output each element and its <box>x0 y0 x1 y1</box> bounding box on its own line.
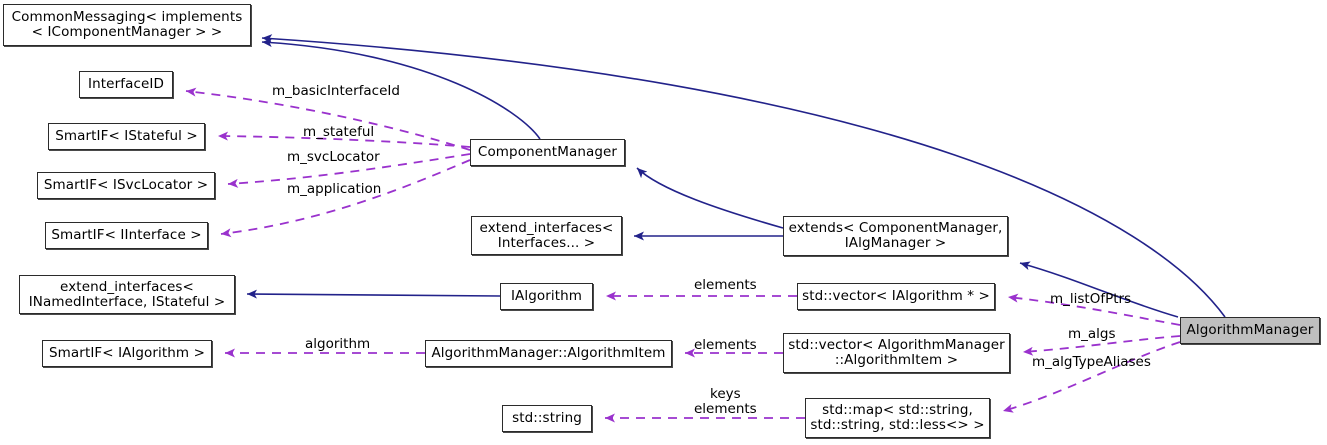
edge-componentmanager-to-interfaceid <box>185 87 471 151</box>
edge-algorithmmanager-to-extends <box>1019 261 1179 318</box>
node-ialgorithm[interactable]: IAlgorithm <box>500 283 593 310</box>
node-componentmanager[interactable]: ComponentManager <box>470 139 625 166</box>
edge-ialgorithm-to-extendinterfaces-named <box>246 289 501 299</box>
edge-label-m-listofptrs: m_listOfPtrs <box>1050 291 1132 307</box>
node-interfaceid[interactable]: InterfaceID <box>79 71 173 98</box>
edge-label-m-algs: m_algs <box>1068 326 1116 342</box>
node-vector-ialgorithm-pointer[interactable]: std::vector< IAlgorithm * > <box>797 283 995 310</box>
edge-extends-to-componentmanager <box>636 167 784 229</box>
edge-algorithmmanager-to-vector-algorithmitem <box>1022 335 1181 356</box>
edge-label-m-application: m_application <box>287 181 382 197</box>
node-vector-algorithmmanager-algorithmitem[interactable]: std::vector< AlgorithmManager ::Algorith… <box>783 333 1010 373</box>
node-extend-interfaces-namedinterface-istateful[interactable]: extend_interfaces< INamedInterface, ISta… <box>19 275 235 314</box>
edge-label-elements-vector-algorithmitem: elements <box>694 337 757 353</box>
edge-label-keys-elements: keys elements <box>694 386 757 417</box>
edge-label-m-svclocator: m_svcLocator <box>287 149 380 165</box>
edge-algorithmmanager-to-vector-ialgorithm <box>1007 293 1181 326</box>
edge-algorithmmanager-to-commonmessaging <box>261 34 1226 318</box>
node-smartif-iinterface[interactable]: SmartIF< IInterface > <box>45 222 208 249</box>
edge-componentmanager-to-smartif-istateful <box>217 131 471 148</box>
usage-edges <box>185 87 1181 423</box>
node-commonmessaging[interactable]: CommonMessaging< implements < IComponent… <box>3 4 251 46</box>
edge-label-m-algtypealiases: m_algTypeAliases <box>1032 354 1151 370</box>
inheritance-edges <box>246 34 1226 318</box>
edge-componentmanager-to-commonmessaging <box>261 38 541 140</box>
edge-label-algorithm: algorithm <box>305 336 371 352</box>
node-extends-componentmanager-ialgmanager[interactable]: extends< ComponentManager, IAlgManager > <box>783 216 1008 256</box>
node-algorithmmanager-algorithmitem[interactable]: AlgorithmManager::AlgorithmItem <box>425 340 672 367</box>
edge-componentmanager-to-smartif-isvclocator <box>227 153 471 188</box>
edge-label-m-basicinterfaceid: m_basicInterfaceId <box>272 83 400 99</box>
edge-label-m-stateful: m_stateful <box>303 124 375 140</box>
node-smartif-istateful[interactable]: SmartIF< IStateful > <box>48 123 205 150</box>
edge-componentmanager-to-smartif-iinterface <box>220 159 471 238</box>
node-smartif-ialgorithm[interactable]: SmartIF< IAlgorithm > <box>42 340 212 367</box>
node-std-string[interactable]: std::string <box>502 405 592 432</box>
edge-label-elements-vector-ialgorithm: elements <box>694 277 757 293</box>
node-smartif-isvclocator[interactable]: SmartIF< ISvcLocator > <box>37 172 215 199</box>
edge-algorithmmanager-to-map <box>1002 341 1181 413</box>
node-extend-interfaces-variadic[interactable]: extend_interfaces< Interfaces... > <box>471 216 622 255</box>
node-std-map-string-string[interactable]: std::map< std::string, std::string, std:… <box>805 398 990 438</box>
node-algorithmmanager[interactable]: AlgorithmManager <box>1180 317 1320 344</box>
